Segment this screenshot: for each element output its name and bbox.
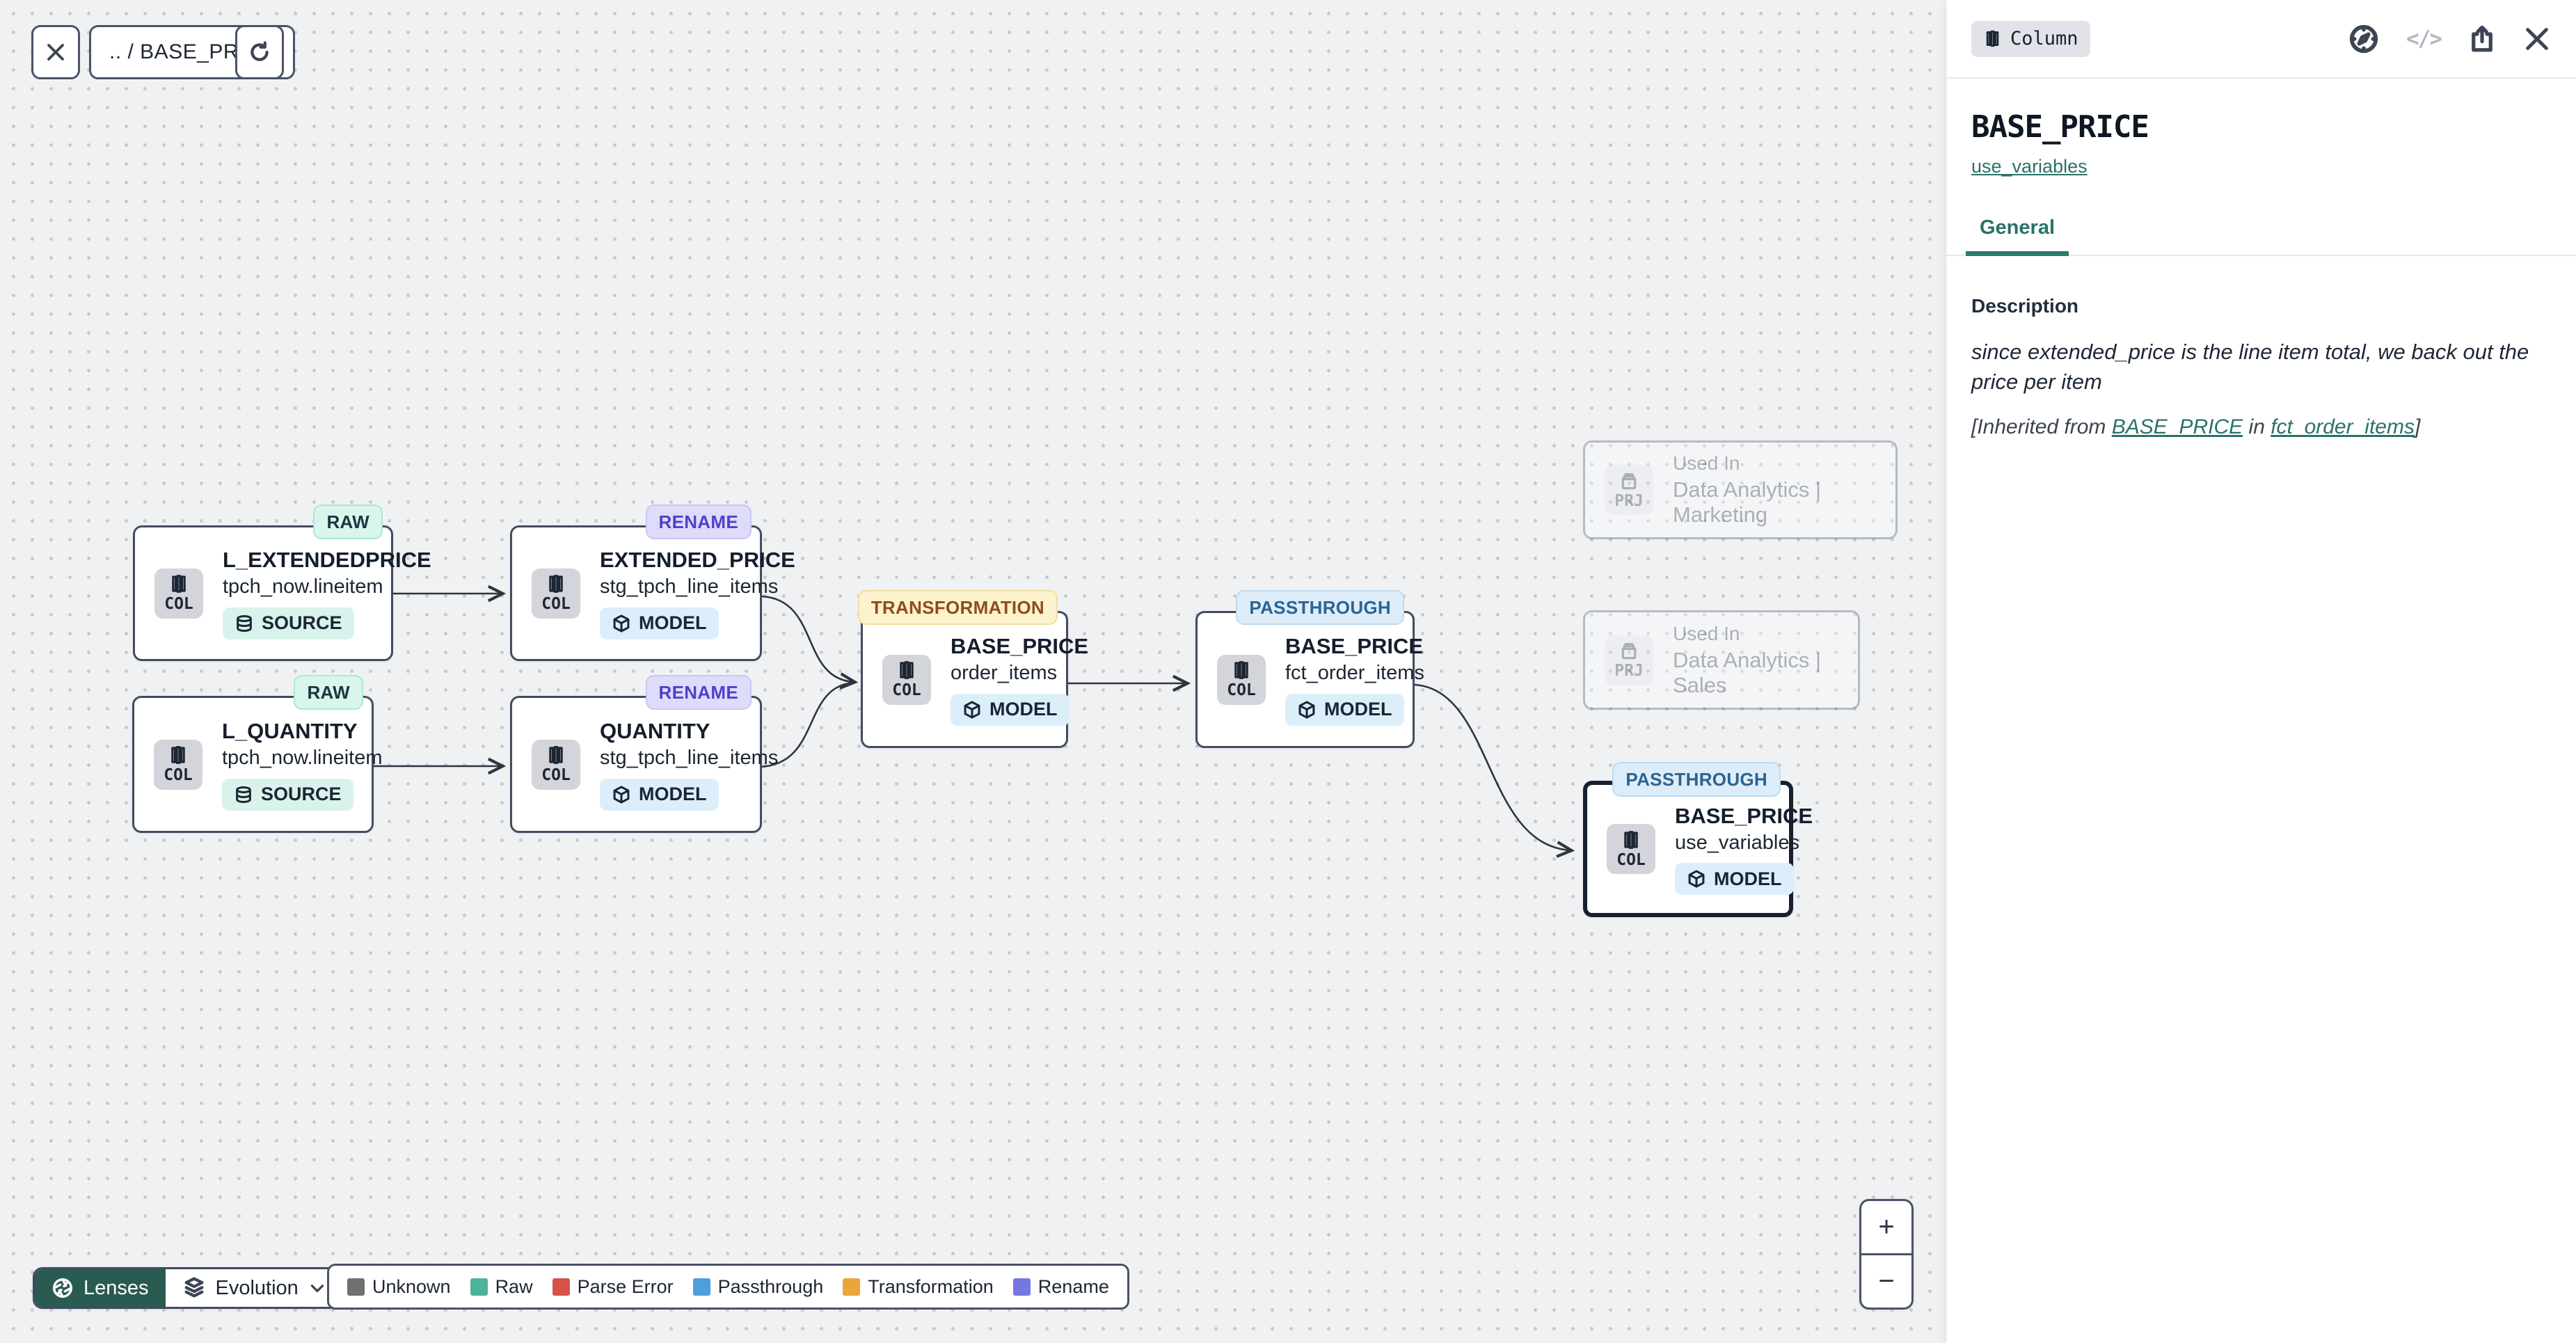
project-entity-icon: PRJ: [1605, 635, 1653, 685]
evolution-badge: RENAME: [645, 504, 752, 539]
evolution-legend: Unknown Raw Parse Error Passthrough Tran…: [327, 1264, 1129, 1310]
node-subtitle: order_items: [951, 662, 1058, 685]
inherited-column-link[interactable]: BASE_PRICE: [2111, 415, 2243, 438]
lineage-node[interactable]: RAW COL L_EXTENDEDPRICE tpch_now.lineite…: [133, 504, 431, 661]
node-title: L_EXTENDEDPRICE: [223, 548, 431, 573]
column-entity-icon: COL: [1607, 824, 1655, 874]
panel-header: Column </>: [1946, 0, 2576, 79]
evolution-badge: TRANSFORMATION: [857, 590, 1058, 625]
zoom-out-button[interactable]: −: [1878, 1266, 1895, 1296]
description-heading: Description: [1971, 295, 2079, 317]
lineage-node-selected[interactable]: PASSTHROUGH COL BASE_PRICE use_variables…: [1583, 762, 1813, 917]
legend-item: Parse Error: [552, 1276, 674, 1298]
lineage-node[interactable]: RENAME COL QUANTITY stg_tpch_line_items …: [510, 675, 778, 833]
node-title: BASE_PRICE: [1285, 634, 1424, 659]
legend-swatch: [347, 1278, 365, 1296]
page-title: BASE_PRICE: [1971, 109, 2149, 145]
legend-item: Rename: [1012, 1276, 1109, 1298]
close-graph-button[interactable]: [31, 25, 80, 79]
evolution-badge: RENAME: [645, 675, 752, 710]
share-icon[interactable]: [2467, 24, 2497, 54]
node-subtitle: tpch_now.lineitem: [222, 747, 383, 770]
model-badge: MODEL: [600, 778, 719, 811]
column-entity-icon: COL: [532, 739, 580, 790]
model-badge: MODEL: [600, 607, 719, 639]
node-title: BASE_PRICE: [951, 634, 1089, 659]
entity-type-badge: Column: [1971, 20, 2090, 57]
legend-item: Passthrough: [692, 1276, 823, 1298]
node-title: EXTENDED_PRICE: [600, 548, 795, 573]
refresh-button[interactable]: [235, 25, 284, 79]
zoom-in-button[interactable]: +: [1861, 1201, 1911, 1255]
lineage-node[interactable]: TRANSFORMATION COL BASE_PRICE order_item…: [857, 590, 1088, 748]
lineage-node[interactable]: PASSTHROUGH COL BASE_PRICE fct_order_ite…: [1195, 590, 1424, 748]
legend-item: Raw: [470, 1276, 533, 1298]
used-in-project: Data Analytics | Marketing: [1673, 477, 1822, 527]
tab-general[interactable]: General: [1966, 216, 2069, 256]
lenses-control: Lenses Evolution: [33, 1267, 345, 1309]
description-text: since extended_price is the line item to…: [1971, 340, 2529, 395]
legend-swatch: [1012, 1278, 1031, 1296]
used-in-project: Data Analytics | Sales: [1673, 647, 1822, 697]
chevron-down-icon: [310, 1285, 324, 1292]
inherited-model-link[interactable]: fct_order_items: [2271, 415, 2415, 438]
code-icon[interactable]: </>: [2406, 26, 2442, 51]
evolution-badge: PASSTHROUGH: [1612, 762, 1781, 797]
lineage-node[interactable]: RENAME COL EXTENDED_PRICE stg_tpch_line_…: [510, 504, 795, 661]
lenses-button[interactable]: Lenses: [35, 1269, 166, 1307]
node-title: QUANTITY: [600, 719, 710, 744]
evolution-badge: RAW: [313, 504, 383, 539]
node-subtitle: stg_tpch_line_items: [600, 747, 779, 770]
legend-item: Transformation: [843, 1276, 994, 1298]
lineage-canvas[interactable]: .. / BASE_PRICE RAW COL L_EXTENDEDPRICE …: [0, 0, 1946, 1343]
used-in-node[interactable]: PRJ Used In Data Analytics | Marketing: [1583, 440, 1898, 539]
inherited-note: [Inherited from BASE_PRICE in fct_order_…: [1971, 415, 2421, 438]
source-badge: SOURCE: [222, 778, 353, 811]
layers-icon: [184, 1277, 203, 1298]
legend-swatch: [470, 1278, 488, 1296]
node-subtitle: fct_order_items: [1285, 662, 1424, 685]
model-link[interactable]: use_variables: [1971, 156, 2088, 177]
node-subtitle: tpch_now.lineitem: [223, 575, 383, 598]
lineage-edges: [374, 585, 1575, 858]
node-title: BASE_PRICE: [1675, 803, 1813, 828]
model-badge: MODEL: [1285, 693, 1404, 726]
column-entity-icon: COL: [532, 568, 580, 619]
column-entity-icon: COL: [154, 739, 202, 790]
legend-swatch: [552, 1278, 570, 1296]
node-title: L_QUANTITY: [222, 719, 358, 744]
details-panel: Column </> BASE_PRICE use_variables Gene…: [1946, 0, 2576, 1343]
used-in-node[interactable]: PRJ Used In Data Analytics | Sales: [1583, 610, 1860, 710]
column-entity-icon: COL: [154, 568, 203, 619]
evolution-badge: PASSTHROUGH: [1236, 590, 1404, 625]
lens-mode-dropdown[interactable]: Evolution: [165, 1269, 343, 1307]
node-subtitle: use_variables: [1675, 831, 1799, 854]
column-entity-icon: COL: [1217, 654, 1266, 705]
panel-tabs: General: [1946, 216, 2576, 256]
project-entity-icon: PRJ: [1605, 465, 1653, 515]
legend-swatch: [843, 1278, 861, 1296]
evolution-badge: RAW: [294, 675, 363, 710]
lineage-node[interactable]: RAW COL L_QUANTITY tpch_now.lineitem SOU…: [132, 675, 383, 833]
zoom-controls: + −: [1859, 1199, 1914, 1310]
aperture-icon: [53, 1278, 72, 1298]
source-badge: SOURCE: [223, 607, 354, 639]
column-icon: [1986, 30, 1999, 47]
close-panel-icon[interactable]: [2523, 25, 2551, 53]
node-subtitle: stg_tpch_line_items: [600, 575, 779, 598]
model-badge: MODEL: [951, 693, 1070, 726]
model-badge: MODEL: [1675, 863, 1794, 896]
column-entity-icon: COL: [882, 654, 931, 705]
used-in-label: Used In: [1673, 452, 1740, 474]
compass-icon[interactable]: [2348, 23, 2380, 55]
legend-item: Unknown: [347, 1276, 451, 1298]
used-in-label: Used In: [1673, 622, 1740, 644]
legend-swatch: [692, 1278, 710, 1296]
